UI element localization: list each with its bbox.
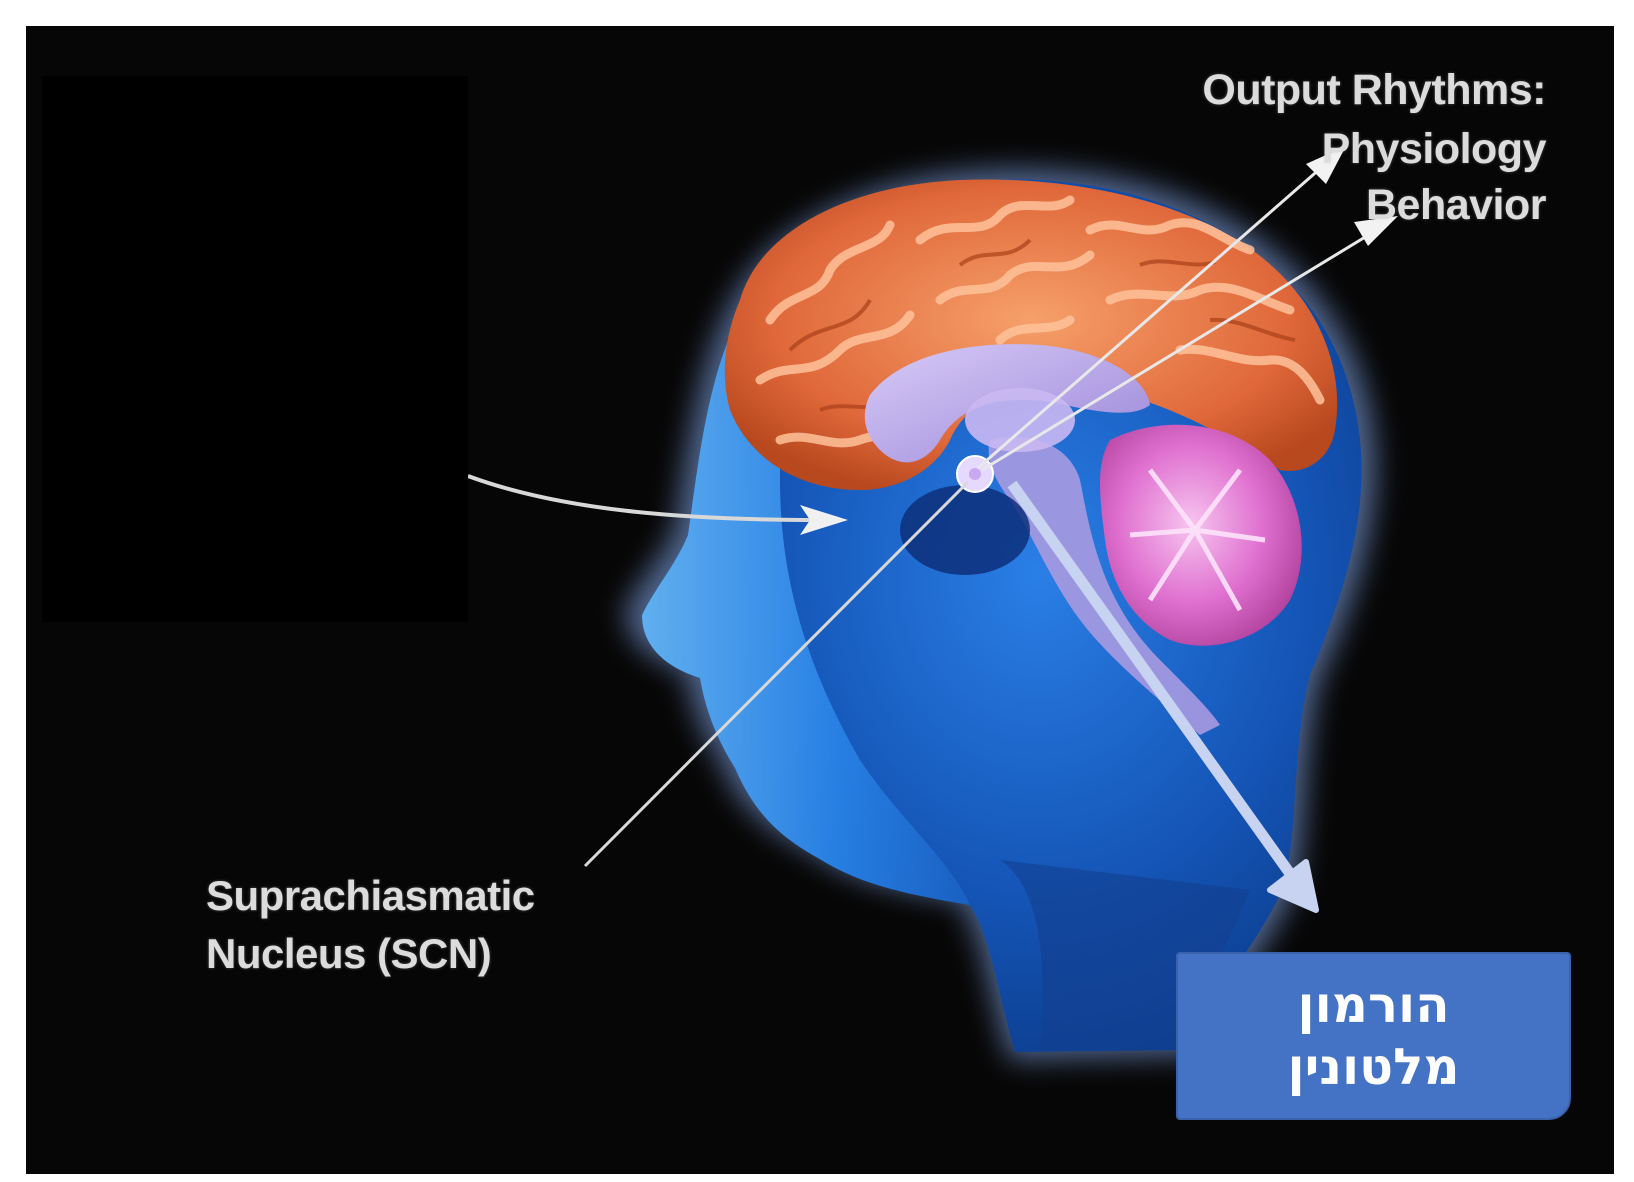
melatonin-hormone-box: הורמון מלטונין <box>1176 952 1571 1120</box>
output-label-behavior: Behavior <box>1366 181 1546 230</box>
redacted-panel <box>42 76 468 622</box>
scn-label-line2: Nucleus (SCN) <box>206 930 491 978</box>
scn-core <box>969 468 981 480</box>
hormone-box-line1: הורמון <box>1178 974 1569 1036</box>
hormone-box-line2: מלטונין <box>1178 1036 1569 1098</box>
output-label-physiology: Physiology <box>1322 125 1546 174</box>
scn-label-line1: Suprachiasmatic <box>206 872 535 920</box>
output-rhythms-title: Output Rhythms: <box>1202 66 1546 115</box>
